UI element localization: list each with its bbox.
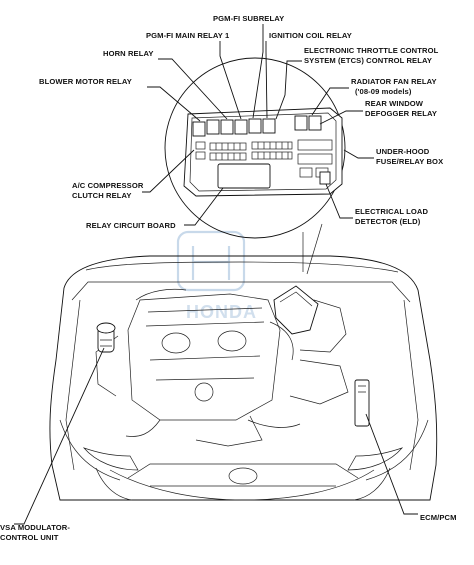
bottom-leader-lines: [14, 347, 418, 525]
vehicle-engine-bay: [49, 223, 438, 501]
label-rear-window-line1: REAR WINDOW: [365, 99, 424, 108]
ecm-pcm-shape: [354, 379, 370, 427]
top-labels: PGM-FI SUBRELAY PGM-FI MAIN RELAY 1 IGNI…: [39, 14, 443, 230]
watermark-logo: HONDA: [176, 230, 257, 322]
label-underhood-line2: FUSE/RELAY BOX: [376, 157, 443, 166]
label-horn-relay: HORN RELAY: [103, 49, 154, 58]
label-rear-window-line2: DEFOGGER RELAY: [365, 109, 437, 118]
label-ignition-coil-relay: IGNITION COIL RELAY: [269, 31, 352, 40]
label-eld-line1: ELECTRICAL LOAD: [355, 207, 428, 216]
label-ecm-pcm: ECM/PCM: [420, 513, 457, 522]
label-pgmfi-subrelay: PGM-FI SUBRELAY: [213, 14, 284, 23]
label-etcs-line1: ELECTRONIC THROTTLE CONTROL: [304, 46, 439, 55]
label-vsa-line1: VSA MODULATOR-: [0, 523, 70, 532]
relay-circuit-board-shape: [217, 163, 271, 189]
label-underhood-line1: UNDER-HOOD: [376, 147, 430, 156]
label-eld-line2: DETECTOR (ELD): [355, 217, 421, 226]
label-pgmfi-main-relay-1: PGM-FI MAIN RELAY 1: [146, 31, 230, 40]
relay-row: [192, 115, 322, 137]
label-ac-line2: CLUTCH RELAY: [72, 191, 132, 200]
watermark-text: HONDA: [186, 302, 257, 322]
fuse-grid: [195, 139, 333, 178]
label-relay-circuit-board: RELAY CIRCUIT BOARD: [86, 221, 176, 230]
label-vsa-line2: CONTROL UNIT: [0, 533, 59, 542]
label-radiator-fan-line1: RADIATOR FAN RELAY: [351, 77, 437, 86]
label-ac-line1: A/C COMPRESSOR: [72, 181, 144, 190]
bottom-labels: VSA MODULATOR- CONTROL UNIT ECM/PCM: [0, 513, 457, 542]
vsa-unit-shape: [96, 322, 116, 353]
label-radiator-fan-line2: ('08-09 models): [355, 87, 412, 96]
top-leader-lines: [142, 24, 374, 226]
label-blower-motor-relay: BLOWER MOTOR RELAY: [39, 77, 132, 86]
eld-shape: [319, 171, 331, 185]
label-etcs-line2: SYSTEM (ETCS) CONTROL RELAY: [304, 56, 432, 65]
fuse-box-callout: [164, 57, 346, 239]
underhood-box-on-car: [273, 285, 319, 335]
